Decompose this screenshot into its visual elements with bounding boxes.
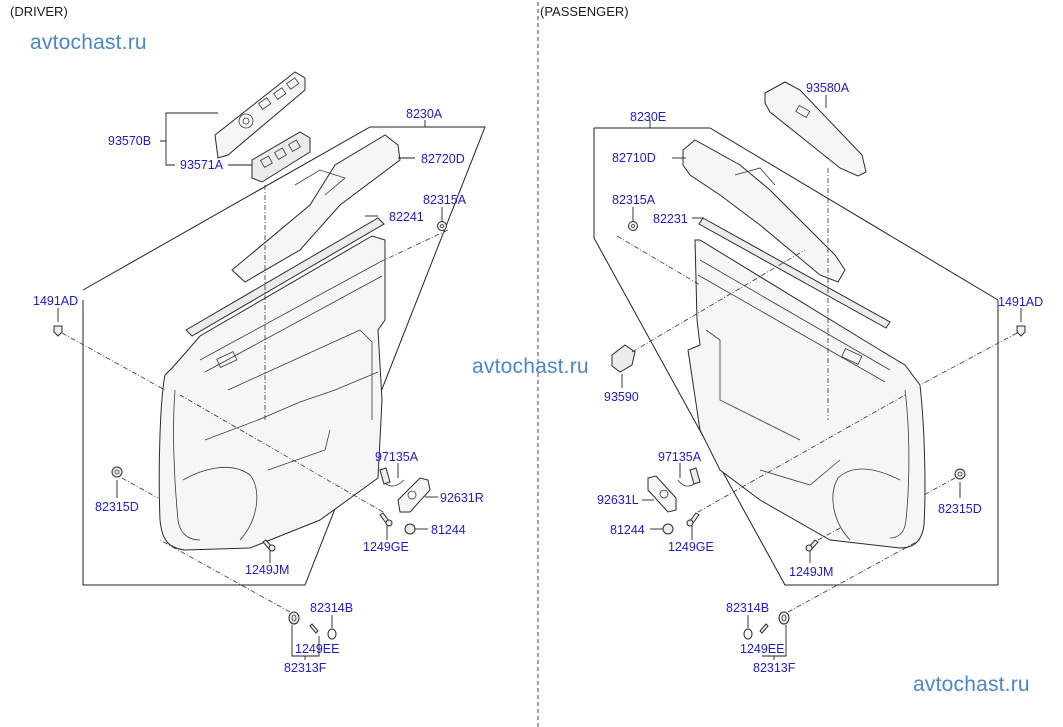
passenger-label-screw-ge[interactable]: 1249GE	[668, 540, 714, 554]
driver-label-switch-assy[interactable]: 93570B	[108, 134, 152, 148]
driver-label-weatherstrip[interactable]: 82241	[389, 210, 424, 224]
driver-assembly	[53, 71, 486, 660]
passenger-lamp	[647, 475, 677, 513]
passenger-label-clip-lower[interactable]: 82315D	[938, 502, 982, 516]
driver-section-title: (DRIVER)	[10, 4, 68, 19]
passenger-label-clip-upper[interactable]: 82315A	[612, 193, 656, 207]
driver-label-clip-lower[interactable]: 82315D	[95, 500, 139, 514]
passenger-switch-93590	[611, 344, 636, 373]
passenger-label-screw-jm[interactable]: 1249JM	[789, 565, 834, 579]
driver-clip-82315A	[437, 221, 447, 231]
driver-cover-82313F	[288, 611, 300, 625]
driver-label-switch-unit[interactable]: 93571A	[180, 158, 224, 172]
driver-label-clip-upper[interactable]: 82315A	[423, 193, 467, 207]
passenger-armrest	[682, 139, 846, 283]
passenger-fastener-1491AD	[1016, 325, 1026, 337]
passenger-cover-82313F	[778, 611, 790, 625]
driver-label-screw-ee[interactable]: 1249EE	[295, 642, 340, 656]
driver-armrest	[231, 134, 401, 283]
driver-weatherstrip	[185, 217, 385, 337]
driver-screw-1249EE	[309, 623, 319, 634]
driver-switch-bezel	[214, 71, 306, 159]
driver-label-armrest[interactable]: 82720D	[421, 152, 465, 166]
passenger-label-switch[interactable]: 93580A	[806, 81, 850, 95]
driver-label-screw-ge[interactable]: 1249GE	[363, 540, 409, 554]
driver-label-cap[interactable]: 82314B	[310, 601, 354, 615]
driver-assembly-frame	[82, 126, 486, 586]
driver-lamp	[397, 477, 431, 513]
passenger-clip-82315D	[954, 468, 966, 480]
driver-fastener-1491AD	[53, 325, 63, 337]
watermark-center: avtochast.ru	[472, 355, 589, 378]
passenger-nut	[662, 523, 674, 535]
passenger-label-lamp[interactable]: 92631L	[597, 493, 639, 507]
passenger-cap-82314B	[743, 628, 753, 640]
watermark-top-left: avtochast.ru	[30, 31, 147, 54]
driver-label-assembly[interactable]: 8230A	[406, 107, 443, 121]
passenger-weatherstrip	[698, 217, 891, 329]
driver-label-nut[interactable]: 81244	[431, 523, 466, 537]
passenger-label-cap[interactable]: 82314B	[726, 601, 770, 615]
driver-switch-unit	[251, 131, 311, 183]
passenger-harness	[689, 467, 701, 485]
watermark-bottom-right: avtochast.ru	[913, 673, 1030, 696]
passenger-label-screw-ee[interactable]: 1249EE	[740, 642, 785, 656]
passenger-door-panel	[687, 239, 926, 549]
driver-door-panel	[158, 235, 386, 551]
passenger-switch-bezel	[764, 81, 867, 177]
driver-clip-82315D	[111, 466, 123, 478]
passenger-label-armrest[interactable]: 82710D	[612, 151, 656, 165]
passenger-label-harness[interactable]: 97135A	[658, 450, 702, 464]
driver-nut	[404, 523, 416, 535]
passenger-label-cover-set[interactable]: 82313F	[753, 661, 796, 675]
passenger-assembly	[593, 81, 1026, 660]
passenger-screw-1249EE	[759, 623, 769, 634]
driver-label-harness[interactable]: 97135A	[375, 450, 419, 464]
passenger-label-fastener[interactable]: 1491AD	[998, 295, 1044, 309]
passenger-label-weatherstrip[interactable]: 82231	[653, 212, 688, 226]
driver-label-fastener[interactable]: 1491AD	[33, 294, 79, 308]
driver-harness	[379, 467, 391, 485]
passenger-label-assembly[interactable]: 8230E	[630, 110, 667, 124]
driver-label-lamp[interactable]: 92631R	[440, 491, 484, 505]
driver-label-cover-set[interactable]: 82313F	[284, 661, 327, 675]
passenger-label-nut[interactable]: 81244	[610, 523, 645, 537]
passenger-label-switch-small[interactable]: 93590	[604, 390, 639, 404]
passenger-assembly-frame	[593, 127, 999, 586]
passenger-section-title: (PASSENGER)	[540, 4, 629, 19]
driver-cap-82314B	[327, 628, 337, 640]
passenger-clip-82315A	[628, 221, 638, 231]
driver-label-screw-jm[interactable]: 1249JM	[245, 563, 290, 577]
